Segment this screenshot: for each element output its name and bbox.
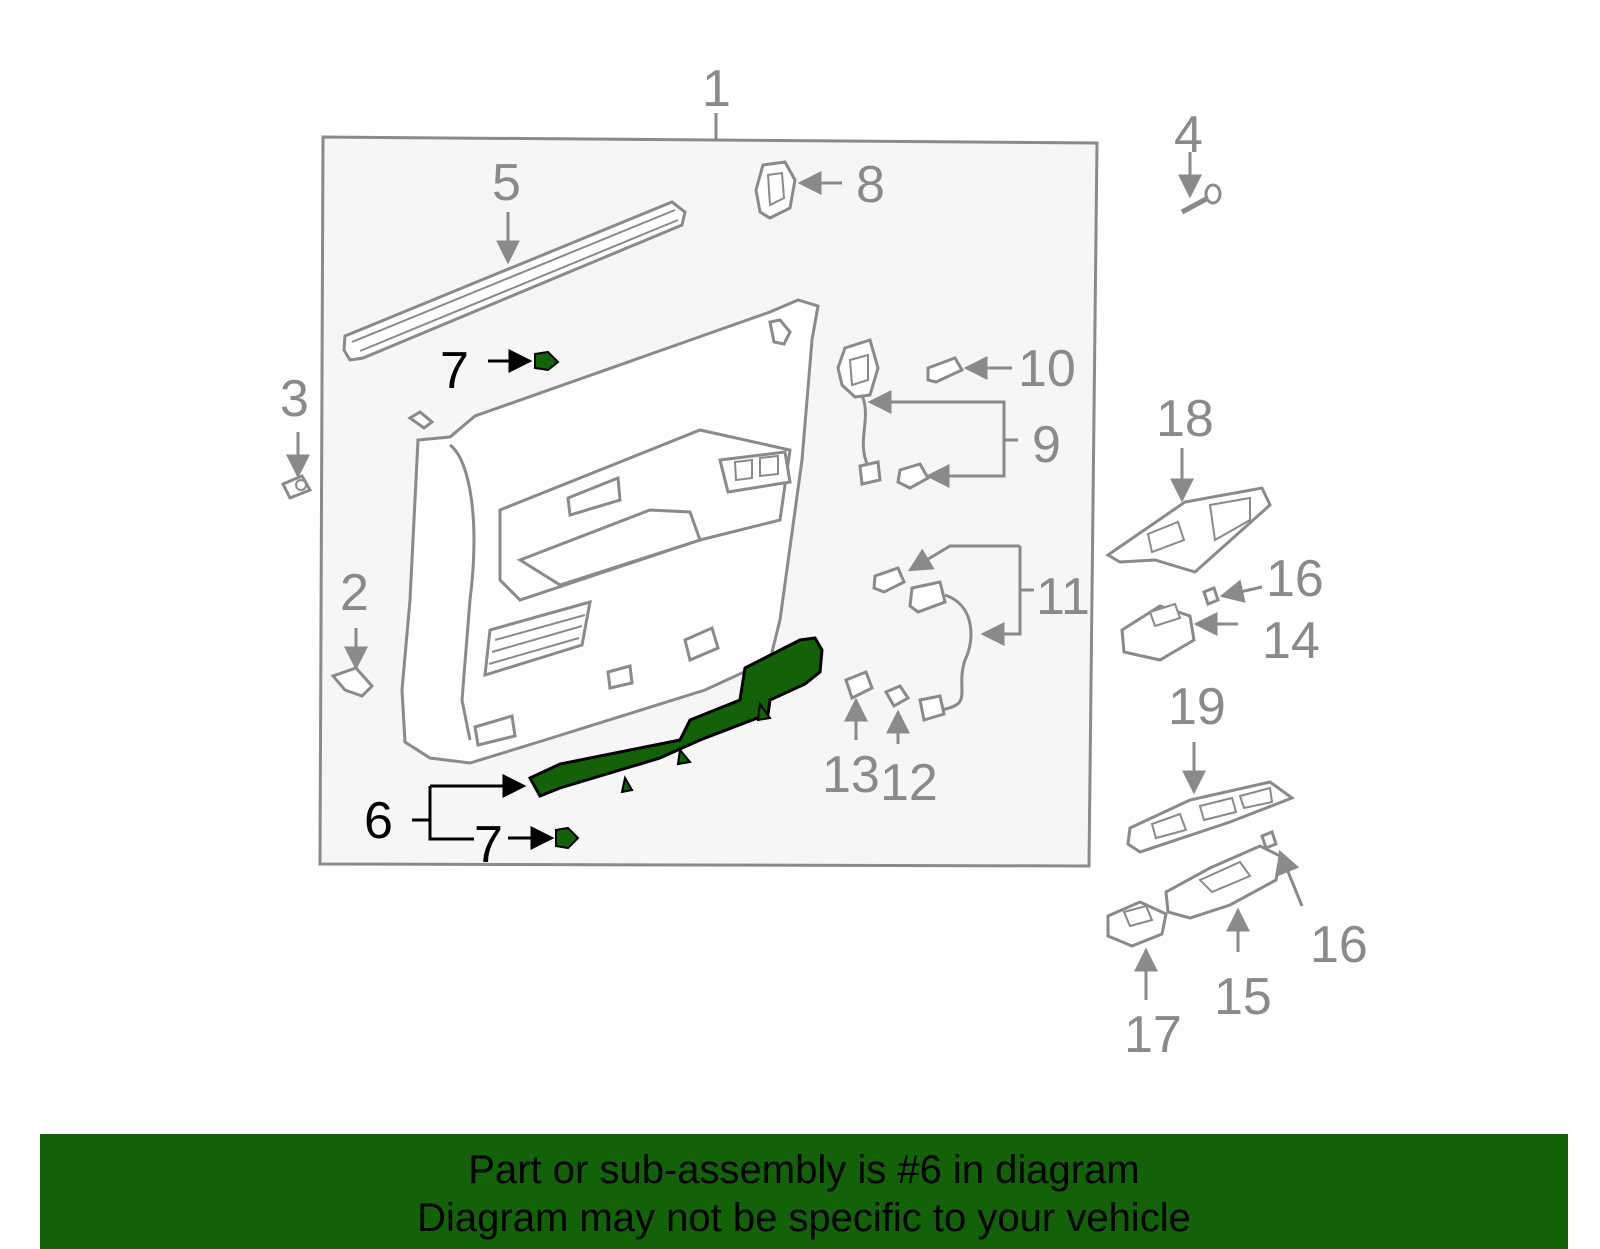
panel-clip [407,410,435,430]
part-7-screw-bottom[interactable] [508,826,580,850]
callout-2: 2 [340,564,369,622]
callout-1: 1 [702,60,731,118]
callout-6: 6 [364,792,393,850]
callout-15: 15 [1214,968,1272,1026]
banner-line-1: Part or sub-assembly is #6 in diagram [468,1148,1140,1192]
callout-14: 14 [1262,612,1320,670]
part-19-switch-panel[interactable] [1126,742,1296,854]
part-12-bulb[interactable] [883,684,911,744]
part-9-switch-harness[interactable] [836,338,1018,490]
part-6-armrest[interactable] [527,636,824,798]
part-2-clip[interactable] [330,628,375,698]
callout-18: 18 [1156,390,1214,448]
door-trim-panel [400,298,820,765]
callout-3: 3 [280,370,309,428]
banner-line-2: Diagram may not be specific to your vehi… [417,1196,1191,1240]
part-15-master-switch[interactable] [1164,844,1282,952]
callout-16-lower: 16 [1310,916,1368,974]
callout-10: 10 [1018,340,1076,398]
part-16-clip-lower[interactable] [1260,830,1304,907]
callout-4: 4 [1174,106,1203,164]
part-14-switch[interactable] [1120,602,1238,662]
part-17-switch[interactable] [1106,900,1168,1000]
part-11-harness[interactable] [872,544,1034,722]
part-6-bracket [412,774,527,841]
info-banner: Part or sub-assembly is #6 in diagram Di… [40,1134,1568,1249]
callout-16-upper: 16 [1266,550,1324,608]
part-10-bezel[interactable] [926,356,1012,384]
callout-13: 13 [822,746,880,804]
part-16-clip-upper[interactable] [1202,579,1263,606]
callout-8: 8 [856,156,885,214]
callout-11: 11 [1036,568,1090,626]
part-7-screw-top[interactable] [488,349,560,373]
part-13-bulb[interactable] [844,670,874,740]
callout-7-top: 7 [440,342,469,400]
part-18-switch-panel[interactable] [1105,448,1272,574]
callout-9: 9 [1032,416,1061,474]
callout-7-bottom: 7 [474,816,503,874]
callout-17: 17 [1124,1006,1182,1064]
callout-12: 12 [880,754,938,812]
callout-19: 19 [1168,678,1226,736]
part-8-bezel[interactable] [754,160,842,220]
part-4-screw[interactable] [1178,152,1222,215]
part-5-weatherstrip[interactable] [342,200,687,362]
callout-5: 5 [492,154,521,212]
part-3-clip[interactable] [280,432,313,500]
